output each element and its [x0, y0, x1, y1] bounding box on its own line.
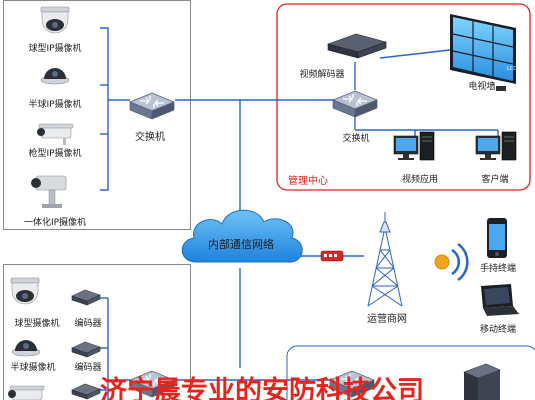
half-dome-ip-camera-icon: [40, 67, 70, 85]
bullet-ip-camera-icon: [36, 123, 74, 146]
mobile-terminal-label: 移动终端: [480, 323, 516, 335]
integrated-ip-camera-label: 一体化IP摄像机: [24, 216, 86, 228]
half-dome-ip-camera-label: 半球IP摄像机: [28, 98, 81, 110]
video-application-label: 视频应用: [402, 173, 438, 185]
encoder-2-label: 编码器: [74, 361, 101, 373]
encoder-3-icon: [71, 383, 101, 400]
operator-tower-icon: [367, 212, 403, 307]
top-switch-icon: [129, 92, 175, 120]
tv-wall-icon: [450, 14, 516, 91]
handheld-terminal-label: 手持终端: [480, 262, 516, 274]
top-switch-label: 交换机: [135, 130, 165, 143]
connection-lines: [95, 27, 499, 400]
encoder-2-icon: [71, 341, 101, 358]
server-icon: [463, 363, 501, 400]
watermark-text: 济宁晨专业的安防科技公司: [100, 375, 424, 400]
dome-ip-camera-icon: [40, 6, 70, 34]
video-decoder-icon: [326, 33, 388, 59]
bottom-bullet-camera-icon: [7, 385, 45, 400]
bottom-dome-camera-label: 球型摄像机: [14, 317, 59, 329]
client-label: 客户端: [481, 173, 508, 185]
encoder-1-label: 编码器: [74, 317, 101, 329]
top-camera-frame: [3, 0, 191, 230]
management-center-frame: [276, 3, 531, 191]
video-application-pc-icon: [393, 131, 435, 161]
management-center-title: 管理中心: [288, 174, 328, 187]
center-switch-label: 交换机: [342, 132, 369, 144]
bullet-ip-camera-label: 枪型IP摄像机: [28, 147, 81, 159]
bottom-right-frame: [286, 345, 535, 400]
handheld-terminal-icon: [487, 218, 507, 258]
tv-wall-label: 电视墙: [468, 80, 495, 92]
client-pc-icon: [475, 131, 517, 161]
bottom-half-dome-camera-icon: [11, 339, 41, 357]
integrated-ip-camera-icon: [31, 175, 67, 208]
center-switch-icon: [332, 90, 378, 118]
cloud-label: 内部通信网络: [208, 237, 274, 251]
wireless-signal-icon: [434, 242, 469, 282]
dome-ip-camera-label: 球型IP摄像机: [28, 42, 81, 54]
internal-network-cloud-icon: [181, 209, 303, 263]
operator-network-label: 运营商网: [367, 312, 407, 325]
tv-wall-badge: LCD: [507, 66, 517, 72]
mobile-terminal-laptop-icon: [481, 284, 519, 316]
router-icon: [320, 250, 344, 262]
encoder-1-icon: [71, 289, 101, 306]
bottom-half-dome-camera-label: 半球摄像机: [10, 361, 55, 373]
bottom-camera-frame: [3, 264, 191, 400]
video-decoder-label: 视频解码器: [299, 68, 344, 80]
bottom-dome-camera-icon: [10, 277, 40, 305]
